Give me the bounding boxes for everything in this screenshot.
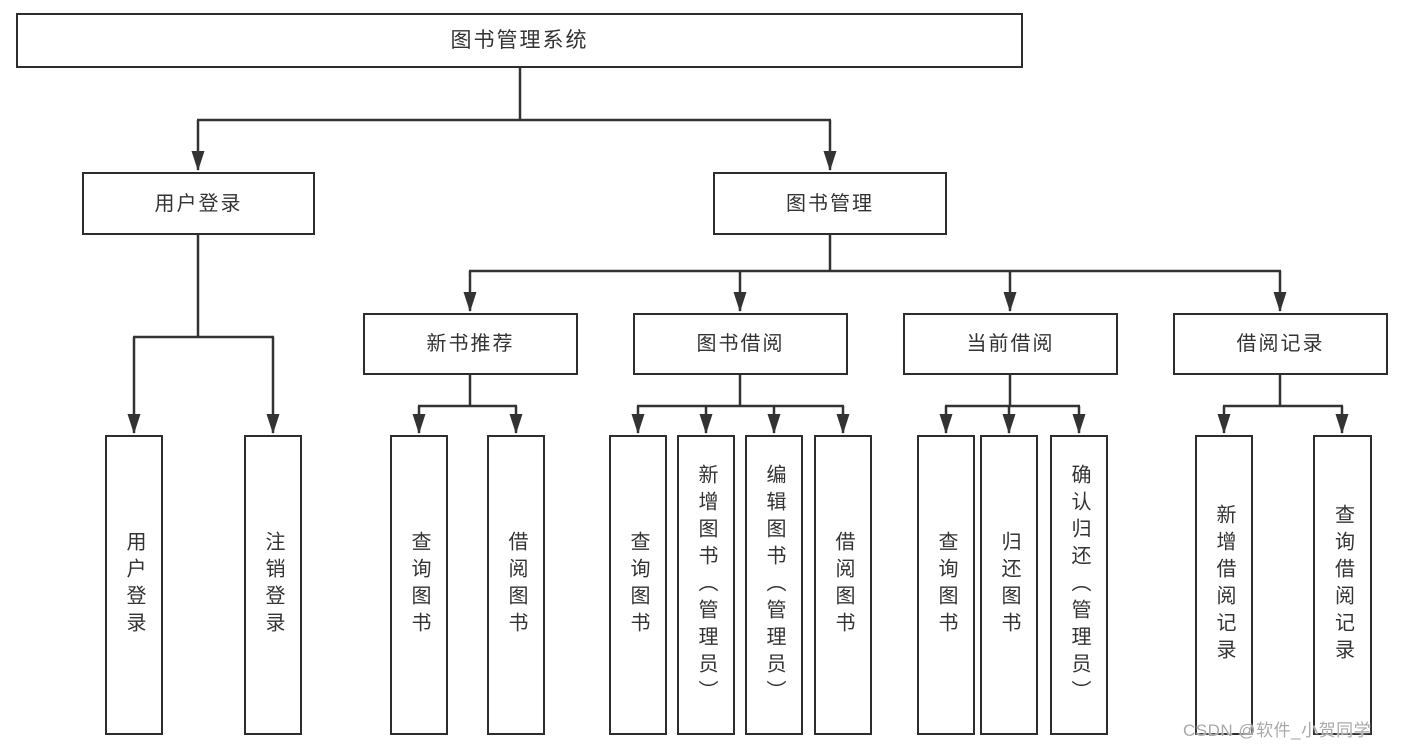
watermark: CSDN @软件_小贺同学	[1183, 721, 1372, 740]
node-new-book-recommend: 新书推荐	[363, 313, 578, 375]
node-borrowing-records: 借阅记录	[1173, 313, 1388, 375]
node-borrow-books-recommend: 借阅图书	[487, 435, 545, 735]
node-add-book-admin: 新增图书（管理员）	[677, 435, 735, 735]
node-return-books: 归还图书	[980, 435, 1038, 735]
node-user-login-leaf: 用户登录	[105, 435, 163, 735]
node-confirm-return-admin: 确认归还（管理员）	[1050, 435, 1108, 735]
node-edit-book-admin: 编辑图书（管理员）	[745, 435, 803, 735]
node-query-books-current: 查询图书	[917, 435, 975, 735]
node-add-borrow-record: 新增借阅记录	[1195, 435, 1253, 735]
node-query-books-recommend: 查询图书	[390, 435, 448, 735]
node-library-management-system: 图书管理系统	[16, 13, 1023, 68]
node-logout: 注销登录	[244, 435, 302, 735]
node-borrow-books-borrowing: 借阅图书	[814, 435, 872, 735]
node-current-borrowing: 当前借阅	[903, 313, 1118, 375]
node-query-borrow-record: 查询借阅记录	[1313, 435, 1372, 735]
node-user-login: 用户登录	[82, 172, 315, 235]
node-book-management: 图书管理	[713, 172, 947, 235]
node-query-books-borrowing: 查询图书	[609, 435, 667, 735]
node-book-borrowing: 图书借阅	[633, 313, 848, 375]
